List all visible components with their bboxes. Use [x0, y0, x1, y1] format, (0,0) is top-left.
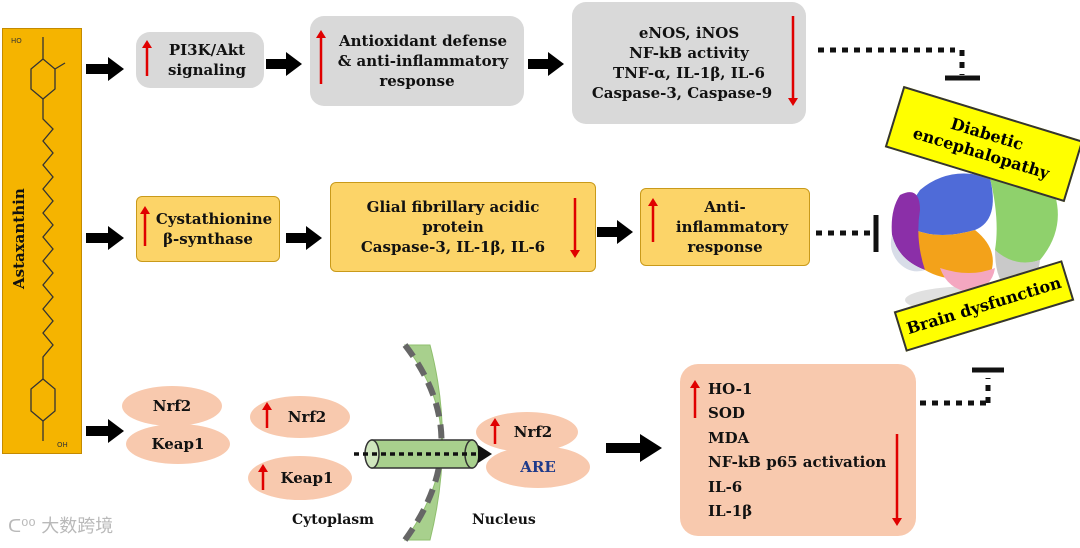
- up-arrow-pi3k: [142, 40, 152, 76]
- watermark: ᑕ⁰⁰ 大数跨境: [8, 512, 113, 538]
- nrf2-oval-nucleus: Nrf2: [476, 412, 578, 452]
- up-arrow-keap1: [258, 464, 268, 490]
- astaxanthin-bar: HO OH Astaxanthin: [2, 28, 82, 454]
- keap1-label-1: Keap1: [151, 435, 205, 453]
- up-arrow-nrf2: [262, 402, 272, 428]
- keap1-label-2: Keap1: [280, 469, 334, 487]
- cbs-line-1: Cystathionine: [155, 210, 273, 228]
- nrf2-label-nucleus: Nrf2: [513, 423, 553, 441]
- target-il6: IL-6: [708, 477, 743, 496]
- svg-text:OH: OH: [57, 441, 68, 449]
- marker-line-3: TNF-α, IL-1β, IL-6: [613, 64, 765, 82]
- anti-inflam-line-1: Anti-: [704, 198, 746, 216]
- up-arrow-targets: [690, 380, 700, 418]
- antioxidant-line-3: response: [379, 72, 455, 90]
- nrf2-target-box: HO-1 SOD MDA NF-kB p65 activation IL-6 I…: [680, 364, 916, 536]
- down-arrow-targets: [892, 434, 902, 526]
- antioxidant-line-2: & anti-inflammatory: [337, 52, 509, 70]
- down-arrow-gfap: [570, 198, 580, 258]
- cbs-box: Cystathionine β-synthase: [136, 196, 280, 262]
- down-arrow-markers: [788, 16, 798, 106]
- are-oval: ARE: [486, 446, 590, 488]
- gfap-box: Glial fibrillary acidic protein Caspase-…: [330, 182, 596, 272]
- nrf2-label-2: Nrf2: [287, 408, 327, 426]
- up-arrow-antioxidant: [316, 30, 326, 84]
- cbs-line-2: β-synthase: [163, 230, 253, 248]
- marker-line-2: NF-kB activity: [629, 44, 749, 62]
- anti-inflammatory-box: Anti- inflammatory response: [640, 188, 810, 266]
- target-mda: MDA: [708, 428, 750, 447]
- target-ho1: HO-1: [708, 379, 753, 398]
- black-arrows: [86, 52, 662, 462]
- nucleus-label: Nucleus: [472, 512, 536, 528]
- target-nfkb: NF-kB p65 activation: [708, 453, 887, 471]
- gfap-line-3: Caspase-3, IL-1β, IL-6: [360, 238, 546, 256]
- inflammation-markers-box: eNOS, iNOS NF-kB activity TNF-α, IL-1β, …: [572, 2, 806, 124]
- up-arrow-nrf2-nucleus: [490, 418, 500, 444]
- marker-line-1: eNOS, iNOS: [638, 24, 740, 42]
- watermark-logo-icon: ᑕ⁰⁰: [8, 516, 42, 537]
- up-arrow-anti-inflam: [648, 198, 658, 242]
- target-il1b: IL-1β: [708, 502, 753, 520]
- nrf2-oval-1: Nrf2: [122, 386, 222, 426]
- marker-line-4: Caspase-3, Caspase-9: [591, 84, 773, 102]
- watermark-text: 大数跨境: [41, 516, 114, 537]
- keap1-oval-2: Keap1: [248, 456, 352, 500]
- brain-illustration: [890, 173, 1058, 314]
- pi3k-akt-label: PI3K/Akt signaling: [167, 41, 247, 79]
- antioxidant-box: Antioxidant defense & anti-inflammatory …: [310, 16, 524, 106]
- antioxidant-line-1: Antioxidant defense: [338, 32, 507, 50]
- cytoplasm-label: Cytoplasm: [292, 512, 374, 528]
- anti-inflam-line-3: response: [687, 238, 763, 256]
- nrf2-label-1: Nrf2: [152, 397, 192, 415]
- are-label: ARE: [520, 458, 556, 476]
- anti-inflam-line-2: inflammatory: [675, 218, 789, 236]
- gfap-line-2: protein: [422, 218, 484, 236]
- up-arrow-cbs: [140, 206, 150, 246]
- keap1-oval-1: Keap1: [126, 424, 230, 464]
- gfap-line-1: Glial fibrillary acidic: [366, 198, 540, 216]
- pi3k-akt-box: PI3K/Akt signaling: [136, 32, 264, 88]
- astaxanthin-structure: HO OH: [11, 37, 68, 449]
- svg-text:HO: HO: [11, 37, 22, 45]
- target-sod: SOD: [708, 404, 745, 422]
